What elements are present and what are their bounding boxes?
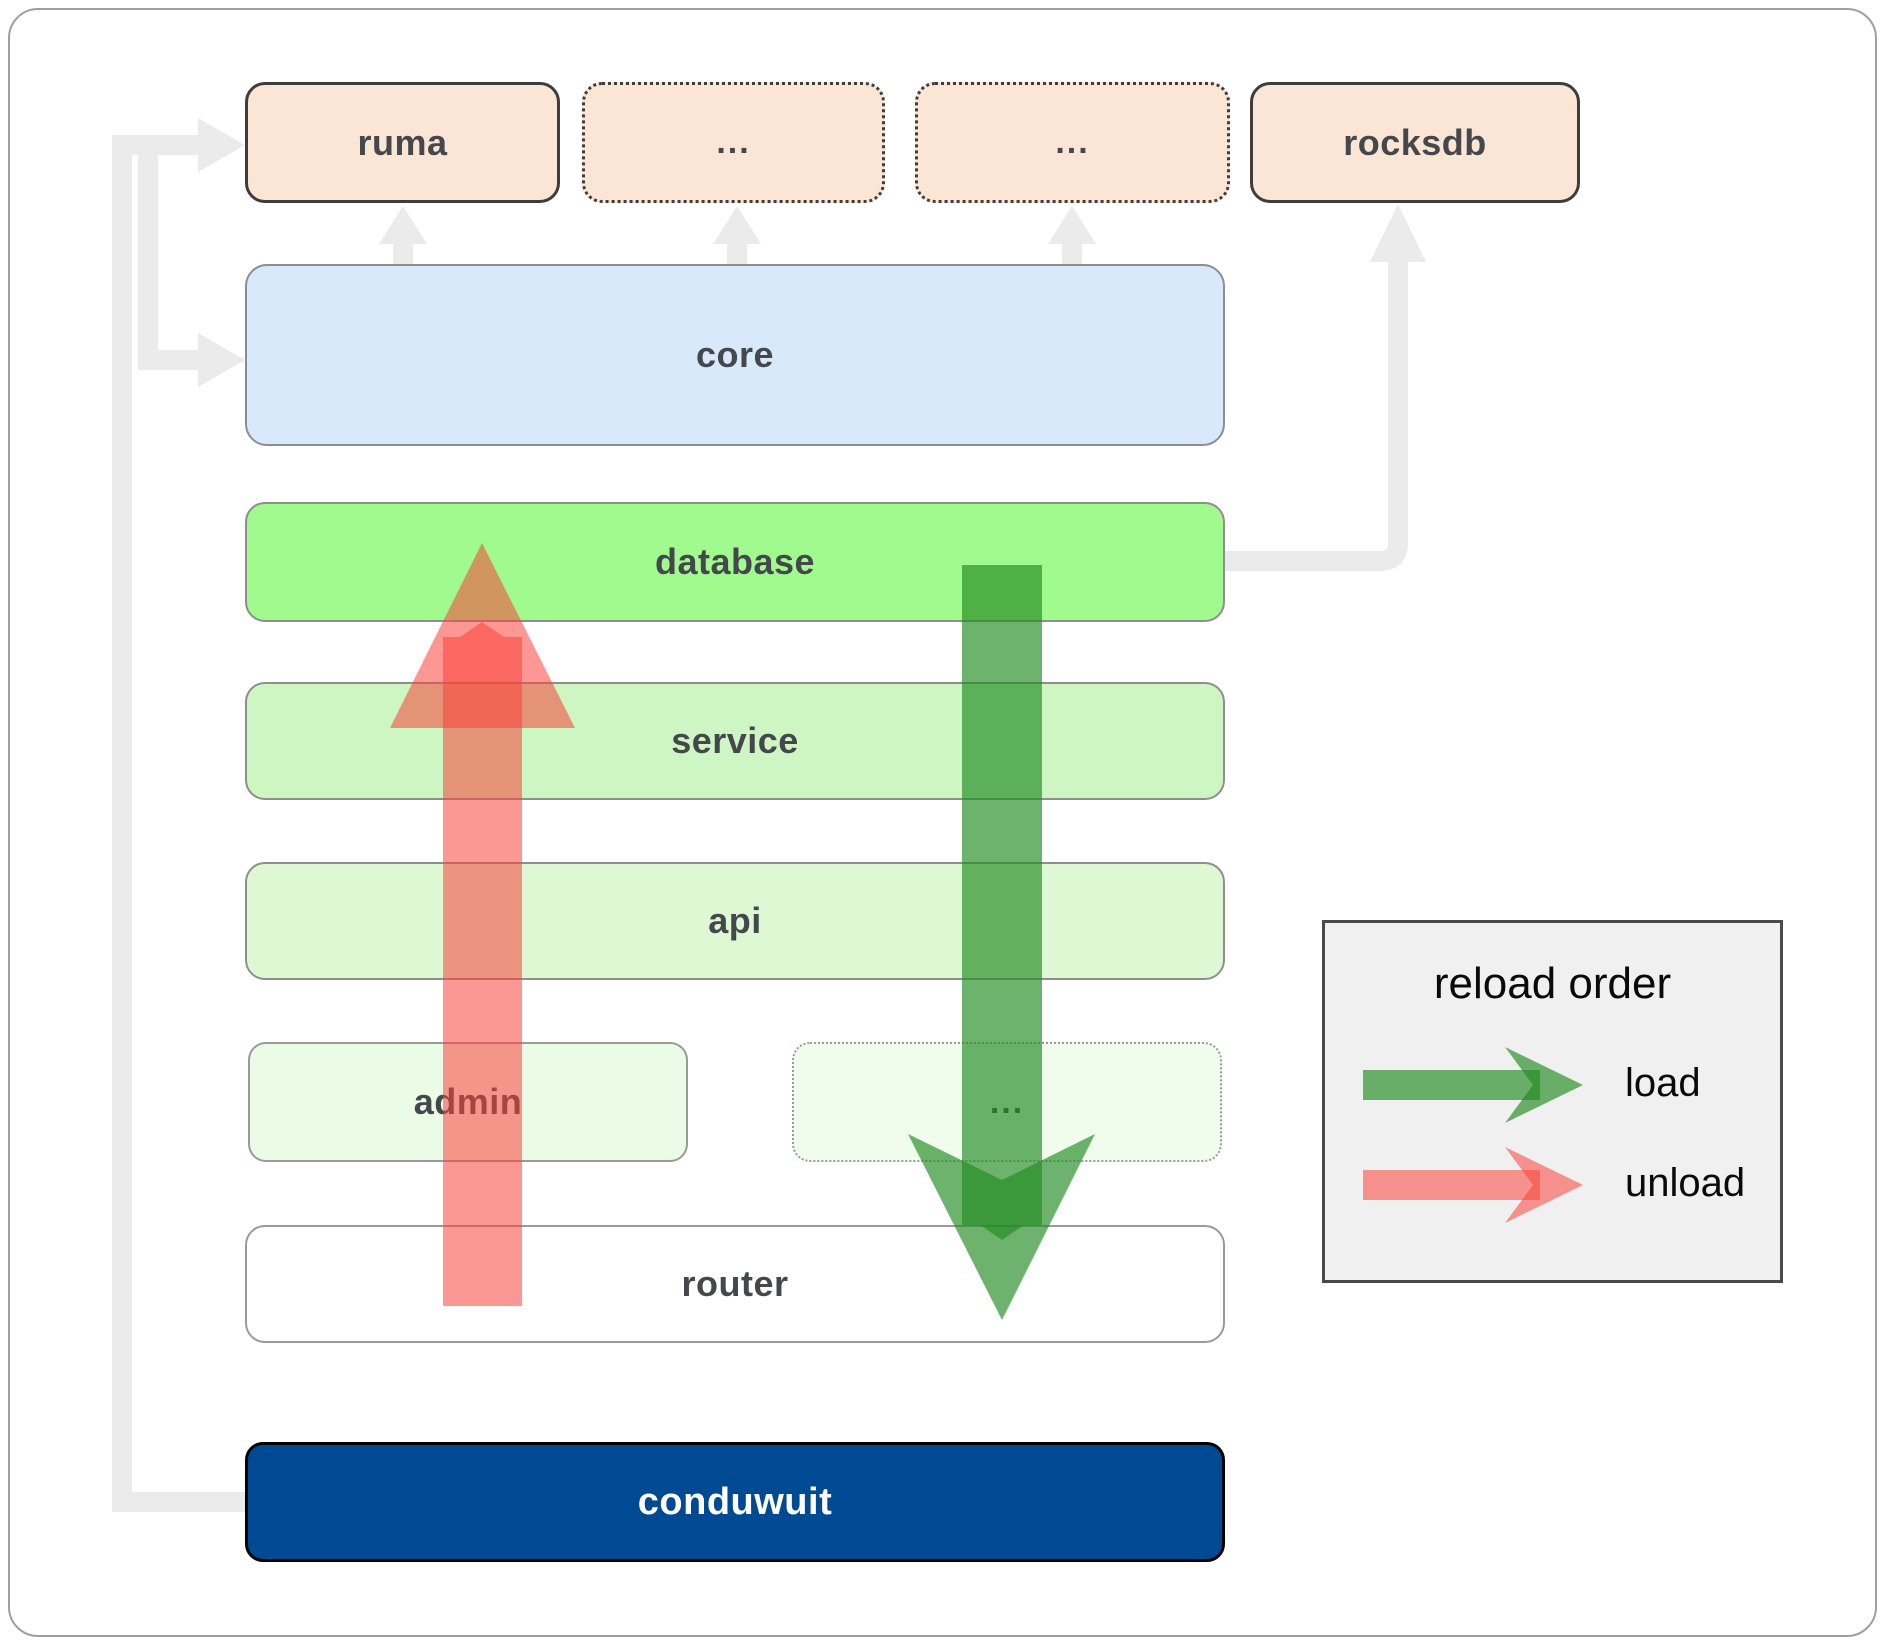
conduwuit-to-core-connector [138, 145, 198, 370]
node-service-label: service [671, 720, 799, 761]
node-ellipsis-top-2: ... [915, 82, 1230, 203]
node-ellipsis-top-2-label: ... [1055, 123, 1090, 161]
rocksdb-arrowhead-icon [1370, 204, 1426, 262]
node-api: api [245, 862, 1225, 980]
core-to-ellipsis2-arrow-shaft [1062, 240, 1082, 266]
node-core-label: core [695, 334, 775, 375]
core-arrowhead-icon [198, 333, 245, 387]
node-admin: admin [248, 1042, 688, 1162]
node-database-label: database [654, 541, 816, 582]
node-conduwuit-label: conduwuit [637, 1480, 833, 1523]
legend-load-label: load [1625, 1061, 1701, 1105]
node-rocksdb: rocksdb [1250, 82, 1580, 203]
node-api-label: api [708, 900, 762, 941]
node-database: database [245, 502, 1225, 622]
node-ellipsis-top-1: ... [582, 82, 885, 203]
node-service: service [245, 682, 1225, 800]
node-conduwuit: conduwuit [245, 1442, 1225, 1562]
node-router-label: router [681, 1263, 789, 1304]
node-ellipsis-admin-row: ... [792, 1042, 1222, 1162]
node-ellipsis-top-1-label: ... [716, 123, 751, 161]
legend-unload-label: unload [1625, 1161, 1746, 1205]
node-rocksdb-label: rocksdb [1343, 121, 1487, 163]
node-ellipsis-admin-row-label: ... [989, 1082, 1025, 1121]
database-to-rocksdb-connector [1225, 260, 1408, 571]
ruma-arrowhead-icon [198, 118, 245, 172]
core-to-ellipsis1-arrow-shaft [727, 240, 747, 266]
core-to-ruma-arrow-shaft [393, 240, 413, 266]
core-to-ellipsis1-arrowhead-icon [713, 206, 761, 244]
node-ruma: ruma [245, 82, 560, 203]
node-core: core [245, 264, 1225, 446]
legend-unload-arrow-icon [1363, 1147, 1583, 1223]
node-ruma-label: ruma [357, 121, 448, 163]
node-router: router [245, 1225, 1225, 1343]
core-to-ruma-arrowhead-icon [379, 206, 427, 244]
legend-load-arrow-icon [1363, 1047, 1583, 1123]
legend-title: reload order [1433, 959, 1672, 1008]
legend: reload order load unload [1322, 920, 1783, 1283]
node-admin-label: admin [413, 1081, 523, 1122]
conduwuit-to-ruma-connector [112, 135, 198, 1502]
core-to-ellipsis2-arrowhead-icon [1048, 206, 1096, 244]
